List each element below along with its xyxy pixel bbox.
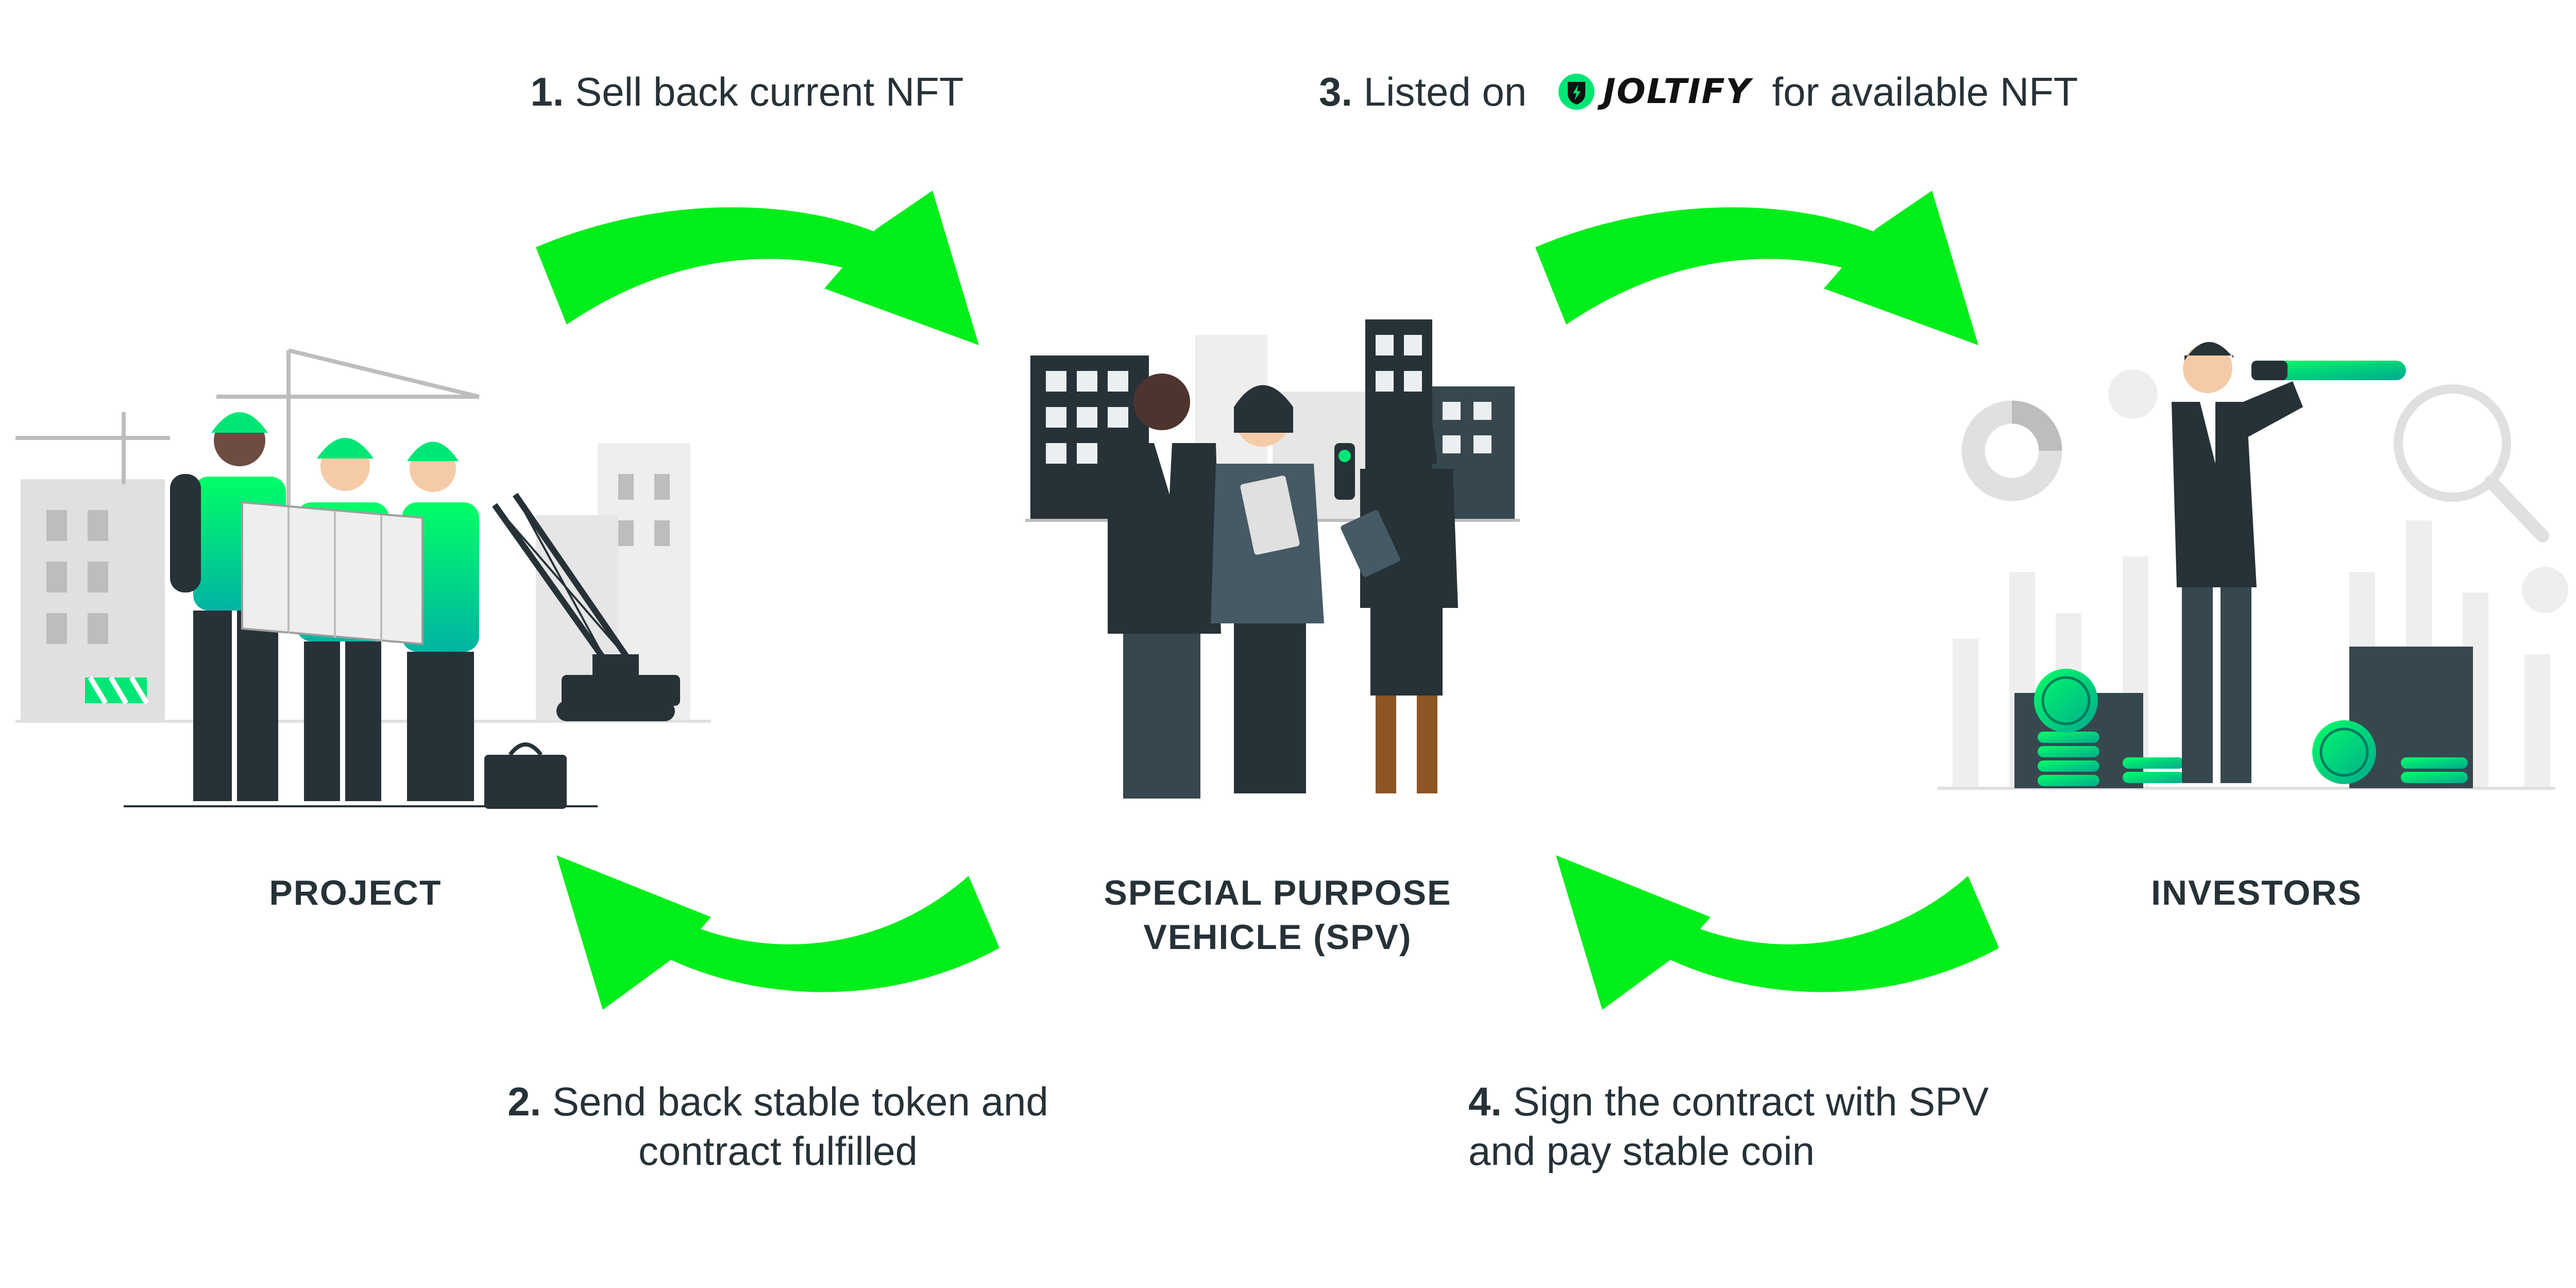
step-2-text: 2. Send back stable token and contract f… (443, 1077, 1113, 1176)
investors-label: INVESTORS (2151, 873, 2362, 912)
shield-logo-icon (1558, 74, 1595, 110)
step-3-text: 3. Listed on JOLTIFY for available NFT (1319, 67, 2246, 116)
telescope-icon (2251, 361, 2406, 380)
spv-illustration (1025, 319, 1520, 799)
step-4-text: 4. Sign the contract with SPV and pay st… (1468, 1077, 2190, 1176)
project-label: PROJECT (269, 873, 442, 912)
step-1-number: 1. (530, 69, 564, 114)
arrow-step1 (536, 191, 979, 345)
step-2-number: 2. (507, 1079, 541, 1124)
arrow-step4 (1556, 855, 1999, 1010)
step-2-line1: Send back stable token and (552, 1079, 1048, 1124)
step-3-number: 3. (1319, 69, 1353, 114)
step-4-number: 4. (1468, 1079, 1502, 1124)
crane-icon (15, 348, 480, 515)
brand-name: JOLTIFY (1603, 72, 1752, 111)
step-2-line2: contract fulfilled (638, 1128, 918, 1174)
spv-label-line1: SPECIAL PURPOSE (1104, 873, 1452, 912)
step-1-text: 1. Sell back current NFT (464, 67, 1030, 116)
step-4-line2: and pay stable coin (1468, 1128, 1815, 1174)
dollar-coin-icon (2034, 669, 2468, 786)
project-illustration (15, 348, 711, 809)
spv-label: SPECIAL PURPOSE VEHICLE (SPV) (1046, 871, 1510, 959)
arrow-step3 (1535, 191, 1978, 345)
magnifier-icon (2394, 384, 2549, 543)
joltify-logo: JOLTIFY (1557, 67, 1751, 116)
step-3-description-before: Listed on (1363, 69, 1527, 114)
step-1-description: Sell back current NFT (575, 69, 964, 114)
arrow-step2 (556, 855, 999, 1010)
step-3-description-after: for available NFT (1772, 69, 2078, 114)
investors-illustration (1937, 342, 2568, 790)
step-4-line1: Sign the contract with SPV (1513, 1079, 1989, 1124)
spv-label-line2: VEHICLE (SPV) (1143, 918, 1412, 957)
